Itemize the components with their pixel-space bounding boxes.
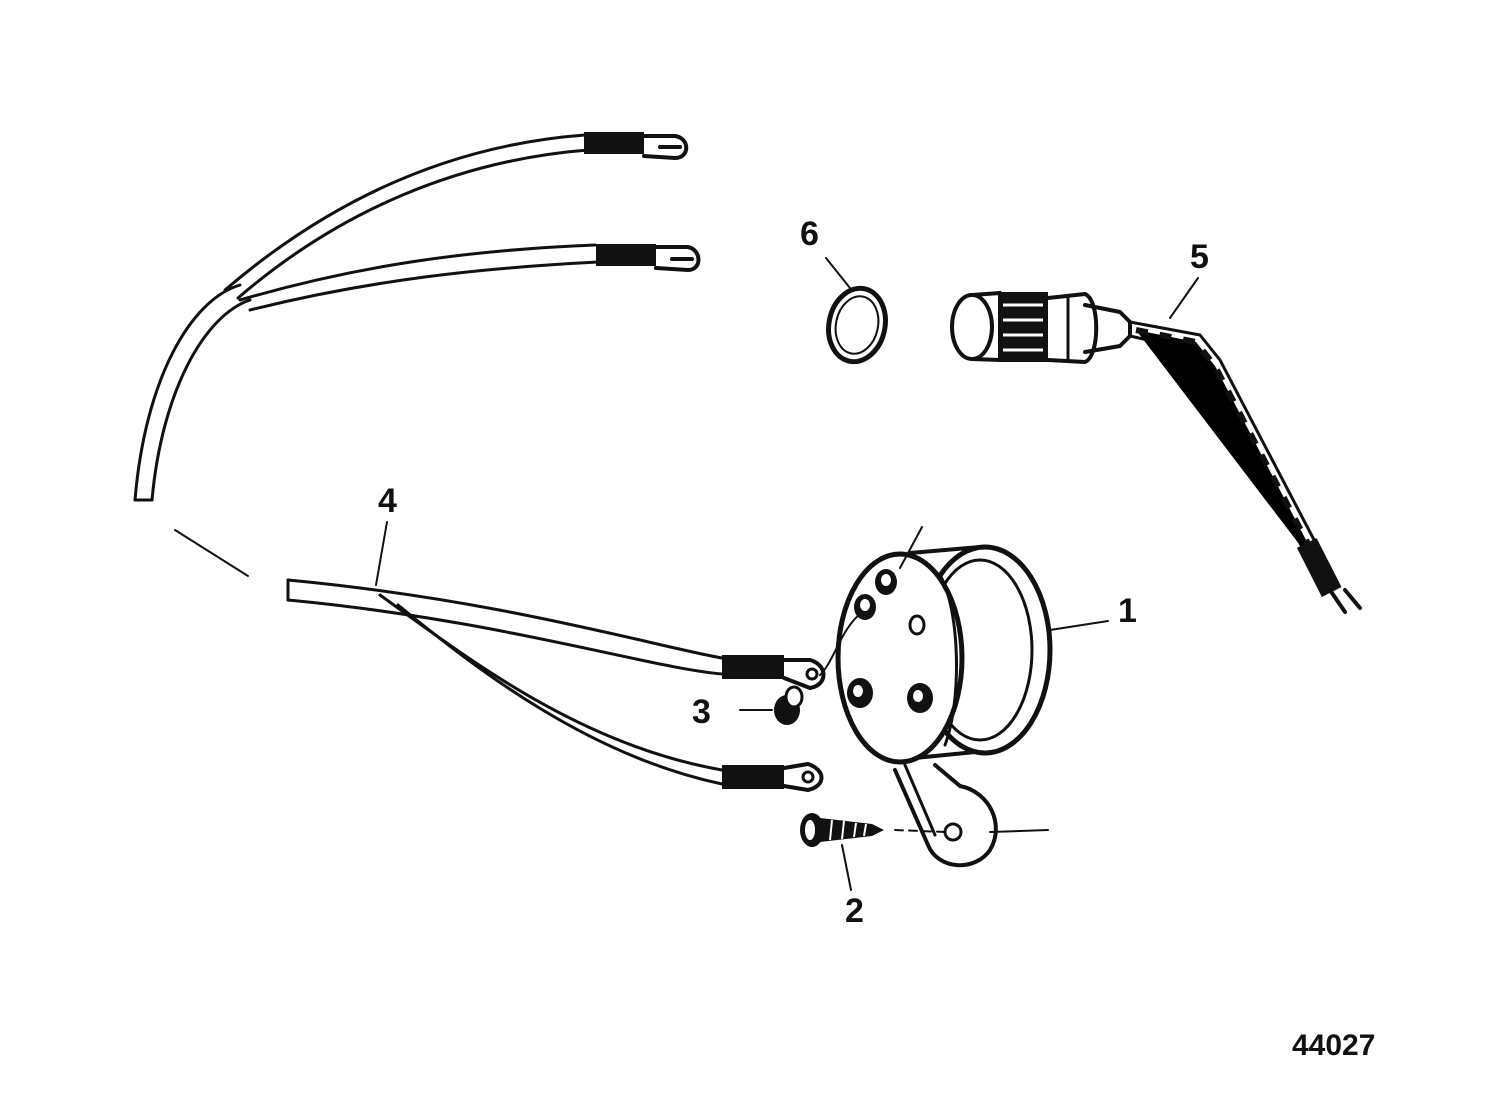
upper-terminal-b xyxy=(596,244,701,272)
leader-line-1 xyxy=(1049,620,1109,631)
leader-line-5 xyxy=(1169,277,1199,319)
sender-plug-5 xyxy=(950,291,1362,614)
nut-3 xyxy=(739,685,804,725)
callout-3: 3 xyxy=(692,693,711,731)
leader-line-4 xyxy=(375,521,388,586)
retaining-ring-6 xyxy=(826,285,888,365)
callout-6: 6 xyxy=(800,215,819,253)
callout-2: 2 xyxy=(845,892,864,930)
upper-terminal-a xyxy=(584,132,689,160)
screw-2 xyxy=(800,813,884,847)
upper-wire-harness xyxy=(133,132,701,502)
harness-break-line xyxy=(174,529,249,577)
lower-wire-harness-4 xyxy=(286,578,826,792)
callout-1: 1 xyxy=(1118,592,1137,630)
horn-center-hole xyxy=(908,614,926,636)
horn-terminal-lower-right xyxy=(907,683,933,713)
callout-5: 5 xyxy=(1190,238,1209,276)
callout-4: 4 xyxy=(378,482,397,520)
horn-terminal-top xyxy=(875,569,897,595)
mounting-bracket xyxy=(893,763,998,868)
figure-number: 44027 xyxy=(1292,1029,1375,1062)
warning-horn-1 xyxy=(819,526,1053,868)
lower-terminal-a xyxy=(722,655,826,690)
leader-line-2 xyxy=(841,844,852,891)
horn-terminal-lower-left xyxy=(847,678,873,708)
leader-line-6 xyxy=(825,257,851,289)
lower-terminal-b xyxy=(722,762,824,792)
